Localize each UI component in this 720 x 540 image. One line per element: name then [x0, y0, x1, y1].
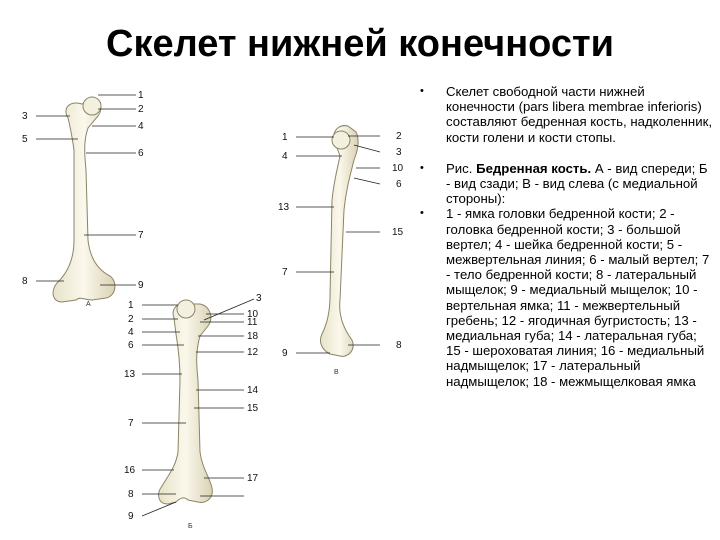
femur-front-view: 3 5 8 1 2 4 6 7 9 А — [22, 90, 144, 308]
label-c-15: 15 — [392, 227, 404, 238]
bullet-text-3: 1 - ямка головки бедренной кости; 2 - го… — [446, 206, 709, 388]
bullet-marker: • — [420, 84, 424, 99]
label-b-9: 9 — [128, 511, 134, 522]
bullet-item-1: • Скелет свободной части нижней конечнос… — [418, 84, 714, 145]
label-a-8: 8 — [22, 276, 28, 287]
label-b-17: 17 — [247, 473, 259, 484]
label-a-9: 9 — [138, 280, 144, 291]
label-a-7: 7 — [138, 230, 144, 241]
femur-figures: 3 5 8 1 2 4 6 7 9 А — [0, 0, 420, 540]
label-b-8: 8 — [128, 489, 134, 500]
label-c-7: 7 — [282, 267, 288, 278]
figure-c-letter: В — [334, 369, 339, 376]
label-c-9: 9 — [282, 348, 288, 359]
bullet-marker: • — [420, 206, 424, 221]
label-b-4: 4 — [128, 327, 134, 338]
bullet-item-2: • Рис. Бедренная кость. А - вид спереди;… — [418, 161, 714, 207]
label-a-5: 5 — [22, 134, 28, 145]
label-c-6: 6 — [396, 179, 402, 190]
bullet-text-1: Скелет свободной части нижней конечности… — [446, 84, 712, 145]
label-b-14: 14 — [247, 385, 259, 396]
label-c-8: 8 — [396, 340, 402, 351]
figure-a-letter: А — [86, 301, 91, 308]
label-a-3: 3 — [22, 111, 28, 122]
bullet-item-3: • 1 - ямка головки бедренной кости; 2 - … — [418, 206, 714, 388]
label-b-15: 15 — [247, 403, 259, 414]
label-b-13: 13 — [124, 369, 136, 380]
label-c-1: 1 — [282, 132, 288, 143]
label-c-10: 10 — [392, 163, 404, 174]
label-a-4: 4 — [138, 121, 144, 132]
label-b-18: 18 — [247, 331, 259, 342]
label-b-7: 7 — [128, 418, 134, 429]
label-c-2: 2 — [396, 131, 402, 142]
label-b-3: 3 — [256, 293, 262, 304]
label-b-2: 2 — [128, 314, 134, 325]
label-a-2: 2 — [138, 104, 144, 115]
description-text: • Скелет свободной части нижней конечнос… — [418, 84, 714, 389]
label-a-6: 6 — [138, 148, 144, 159]
label-c-3: 3 — [396, 147, 402, 158]
label-c-4: 4 — [282, 151, 288, 162]
label-b-16: 16 — [124, 465, 136, 476]
label-c-13: 13 — [278, 202, 290, 213]
label-b-11: 11 — [247, 317, 258, 328]
label-b-6: 6 — [128, 340, 134, 351]
bullet-text-2-prefix: Рис. — [446, 161, 476, 176]
label-a-1: 1 — [138, 90, 144, 101]
bullet-text-2-bold: Бедренная кость. — [476, 161, 591, 176]
figure-b-letter: Б — [188, 523, 193, 530]
label-b-1: 1 — [128, 300, 134, 311]
femur-medial-view: 1 4 13 7 9 2 3 10 6 15 8 В — [278, 126, 404, 376]
femur-back-view: 1 2 4 6 13 7 16 8 9 3 10 11 18 12 14 15 … — [124, 293, 262, 530]
bullet-marker: • — [420, 161, 424, 176]
label-b-12: 12 — [247, 347, 259, 358]
